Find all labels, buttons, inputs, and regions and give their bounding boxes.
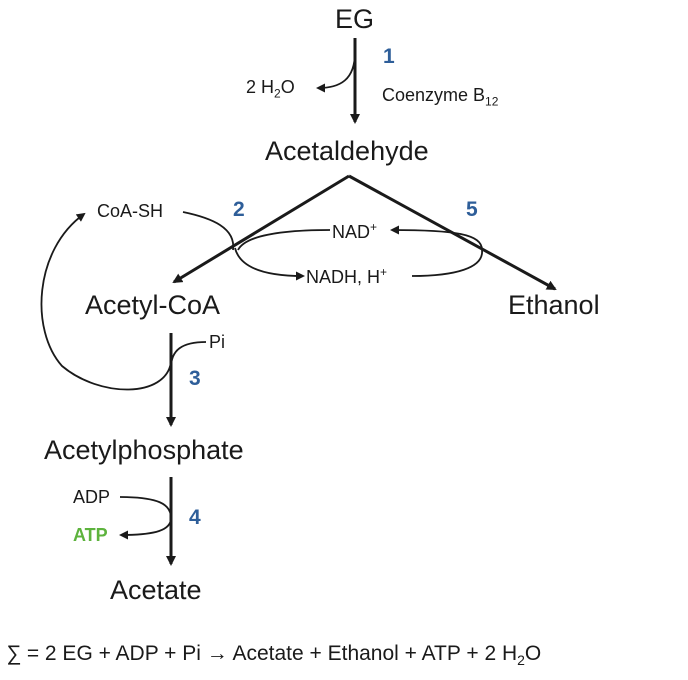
metabolite-acetylphosphate: Acetylphosphate [44, 435, 244, 465]
arrow-coa-sh-release [40, 212, 172, 391]
cofactor-nad: NAD+ [332, 221, 377, 241]
arrow-nadh-consumption [411, 249, 483, 277]
summary-text: = 2 EG + ADP + Pi → Acetate + Ethanol + … [20, 642, 518, 665]
arrow-water-release [316, 51, 356, 93]
arrow-nadh-production [234, 247, 305, 281]
step-number-3: 3 [189, 367, 201, 390]
metabolite-acetate: Acetate [110, 575, 202, 605]
arrow-pi-uptake [170, 341, 207, 369]
nad-label: NAD [332, 222, 371, 242]
cofactor-nadh: NADH, H+ [306, 266, 387, 286]
step-number-2: 2 [233, 198, 245, 221]
step-number-4: 4 [189, 506, 201, 529]
arrow-nad-regeneration [390, 225, 483, 251]
step-number-1: 1 [383, 45, 395, 68]
metabolite-acetyl-coa: Acetyl-CoA [85, 290, 221, 320]
cofactor-adp: ADP [73, 487, 111, 507]
cofactor-atp: ATP [73, 525, 108, 545]
water-prefix: 2 H [246, 77, 275, 97]
cofactor-pi: Pi [209, 332, 226, 352]
cofactor-coa-sh: CoA-SH [97, 201, 164, 221]
coenzyme-label: Coenzyme B [382, 85, 486, 105]
summary-subscript: 2 [517, 652, 525, 669]
nadh-superscript: + [380, 265, 388, 279]
step-number-5: 5 [466, 198, 478, 221]
arrow-adp-to-atp [119, 496, 172, 540]
nadh-label: NADH, H [306, 267, 381, 287]
water-suffix: O [280, 77, 295, 97]
water-subscript: 2 [274, 86, 281, 101]
summary-end: O [524, 642, 542, 665]
cofactor-coenzyme-b12: Coenzyme B12 [382, 86, 498, 108]
summary-symbol: ∑ [6, 642, 21, 665]
arrow-coa-sh-uptake [182, 211, 234, 251]
metabolite-ethanol: Ethanol [508, 290, 600, 320]
arrow-acetaldehyde-to-acetyl-coa [172, 174, 350, 284]
arrow-nad-consumption [237, 229, 331, 251]
summary-equation: ∑ = 2 EG + ADP + Pi → Acetate + Ethanol … [6, 643, 541, 667]
metabolite-eg: EG [335, 4, 375, 34]
nad-superscript: + [370, 220, 378, 234]
coenzyme-subscript: 12 [485, 94, 499, 109]
metabolite-acetaldehyde: Acetaldehyde [265, 136, 429, 166]
cofactor-water: 2 H2O [246, 78, 295, 100]
